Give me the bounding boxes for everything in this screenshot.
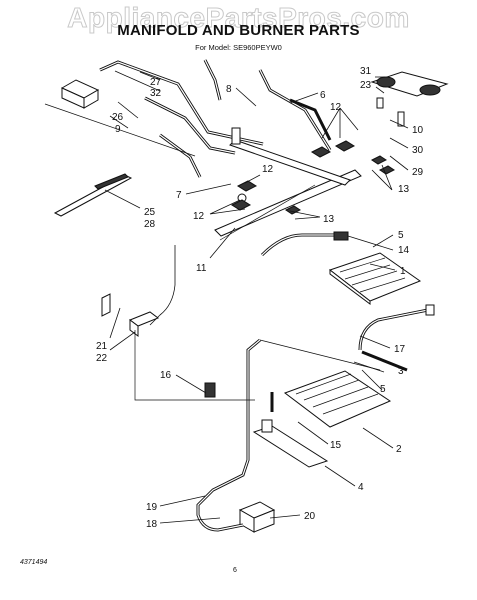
callout-5-lower: 5	[380, 384, 386, 395]
callout-27: 27	[150, 77, 162, 88]
document-code: 4371494	[20, 559, 48, 566]
callout-18: 18	[146, 519, 158, 530]
callout-5-upper: 5	[398, 230, 404, 241]
callout-19: 19	[146, 502, 158, 513]
gas-tube-set-upper	[99, 59, 332, 178]
callout-31: 31	[360, 66, 372, 77]
manifold-pipe-part[interactable]	[214, 127, 362, 237]
callout-30: 30	[412, 145, 424, 156]
callout-12-mid: 12	[262, 164, 274, 175]
thermostat-tube-part	[149, 245, 176, 326]
callout-1: 1	[400, 266, 406, 277]
callout-4: 4	[358, 482, 364, 493]
callout-15: 15	[330, 440, 342, 451]
callout-20: 20	[304, 511, 316, 522]
broil-burner-part[interactable]	[252, 392, 329, 468]
callout-8: 8	[226, 84, 232, 95]
callout-6: 6	[320, 90, 326, 101]
callout-23: 23	[360, 80, 372, 91]
page-number: 6	[233, 567, 237, 574]
callout-7: 7	[176, 190, 182, 201]
callout-14: 14	[398, 245, 410, 256]
page-title: MANIFOLD AND BURNER PARTS	[117, 22, 360, 39]
callout-13-right: 13	[398, 184, 410, 195]
callout-32: 32	[150, 88, 162, 99]
callout-22: 22	[96, 353, 108, 364]
model-line: For Model: SE960PEYW0	[195, 43, 282, 52]
callout-16: 16	[160, 370, 172, 381]
bake-burner-shield-part[interactable]	[328, 252, 422, 305]
callout-11: 11	[196, 263, 207, 274]
callout-12-left: 12	[193, 211, 205, 222]
callout-25: 25	[144, 207, 156, 218]
callout-17: 17	[394, 344, 406, 355]
oven-igniter-part[interactable]	[204, 382, 216, 398]
callout-13-center: 13	[323, 214, 335, 225]
broil-burner-shield-part[interactable]	[283, 370, 392, 428]
oven-gas-tube-part	[196, 338, 261, 532]
igniter-harness-part[interactable]	[260, 231, 349, 257]
callout-9: 9	[115, 124, 121, 135]
callout-2: 2	[396, 444, 402, 455]
callout-28: 28	[144, 219, 156, 230]
spark-module-part[interactable]	[60, 79, 100, 109]
oven-gas-valve-part[interactable]	[238, 501, 276, 533]
bake-burner-part[interactable]	[358, 304, 435, 372]
callout-29: 29	[412, 167, 424, 178]
assembly-dash-lines	[44, 103, 381, 401]
callout-12-upper: 12	[330, 102, 342, 113]
regulator-bracket-part[interactable]	[101, 293, 160, 337]
callout-numbers: 27 32 8 6 12 31 23 10 30 29 13 26 9 7 12…	[96, 66, 424, 530]
igniter-strip-part[interactable]	[53, 173, 133, 217]
callout-21: 21	[96, 341, 108, 352]
callout-3: 3	[398, 366, 404, 377]
callout-26: 26	[112, 112, 124, 123]
callout-10: 10	[412, 125, 424, 136]
callout-leaders	[104, 70, 409, 524]
watermark-text: AppliancePartsPros.com	[67, 2, 410, 34]
surface-burner-base-part[interactable]	[370, 71, 449, 127]
